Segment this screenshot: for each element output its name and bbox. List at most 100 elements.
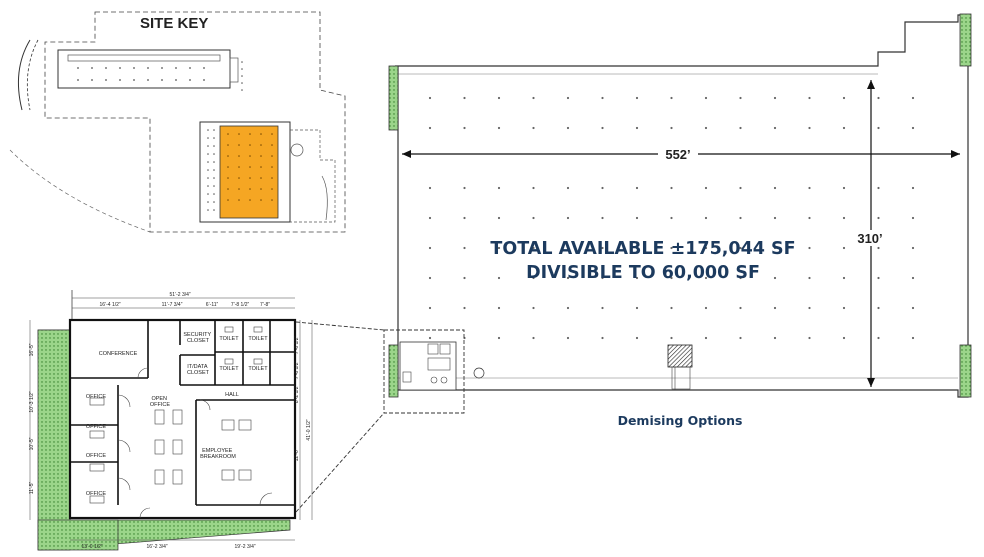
column-dot [241,61,243,63]
room-office-4: OFFICE [86,491,106,497]
column-dot [119,67,121,69]
column-dot [739,306,742,310]
column-dot [601,126,604,130]
column-dot [271,144,273,146]
column-dot [670,96,673,100]
column-grid [428,96,915,340]
workstation [154,439,165,455]
column-dot [808,186,811,190]
column-dot [601,96,604,100]
column-dot [532,216,535,220]
column-dot [207,185,209,187]
column-dot [213,201,215,203]
column-dot [670,306,673,310]
column-dot [773,246,777,250]
column-dot [213,137,215,139]
dim-left-2: 10’-3 1/2” [29,391,35,412]
breakroom-table [221,469,235,481]
column-dot [271,177,273,179]
column-dot [842,216,846,220]
column-dot [213,193,215,195]
column-dot [635,306,639,310]
site-road-curve [17,39,31,111]
column-dot [91,79,93,81]
column-dot [532,186,535,190]
column-dot [877,96,880,100]
column-dot [241,68,243,70]
column-dot [428,216,432,220]
column-dot [532,246,535,250]
workstation [172,439,183,455]
desk [89,495,105,504]
demising-core [667,344,693,368]
column-dot [497,96,501,100]
workstation [154,469,165,485]
dim-right-2: 7’-6 1/2” [294,360,300,379]
column-dot [911,306,915,310]
landscape-strip-ne [959,13,972,67]
column-dot [808,216,811,220]
column-dot [670,336,673,340]
room-toilet-3: TOILET [219,366,239,372]
column-dot [601,336,604,340]
column-dot [213,209,215,211]
dim-right-overall: 41’-0 1/2” [306,419,312,440]
room-open-office-line2: OFFICE [150,402,170,408]
column-dot [877,336,880,340]
room-conference: CONFERENCE [99,351,138,357]
column-dot [213,169,215,171]
column-dot [601,246,604,250]
column-dot [238,155,240,157]
office-outline [68,318,297,520]
landscape-strip-se [959,344,972,398]
column-dot [704,126,708,130]
toilet-fixture [253,326,263,333]
column-dot [911,246,915,250]
column-dot [704,306,708,310]
dim-top-2: 11’-7 3/4” [162,302,183,308]
column-dot [428,336,432,340]
column-dot [566,96,570,100]
dim-top-4: 7’-8 1/2” [231,302,250,308]
office-detail-plan: 51’-2 3/4” 16’-4 1/2” 11’-7 3/4” 6’-11” … [29,290,313,551]
column-dot [566,126,570,130]
column-dot [739,216,742,220]
column-dot [532,306,535,310]
column-dot [271,155,273,157]
column-dot [601,186,604,190]
column-dot [532,96,535,100]
column-dot [842,246,846,250]
column-dot [877,216,880,220]
room-it-closet: IT/DATA CLOSET [187,364,210,376]
column-dot [105,67,107,69]
landscape-strip-sw [388,344,399,398]
column-dot [601,306,604,310]
column-dot [704,96,708,100]
toilet-fixture [253,358,263,365]
column-dot [207,169,209,171]
dim-top-1: 16’-4 1/2” [99,302,120,308]
column-dot [808,336,811,340]
column-dot [213,161,215,163]
column-dot [911,276,915,280]
column-dot [739,96,742,100]
column-dot [260,166,262,168]
column-dot [566,216,570,220]
column-dot [189,79,191,81]
column-dot [739,276,742,280]
room-security-closet: SECURITY CLOSET [183,332,212,344]
column-dot [463,186,466,190]
column-dot [773,336,777,340]
column-dot [428,276,432,280]
column-dot [147,79,149,81]
site-key-title: SITE KEY [140,15,208,32]
column-dot [877,306,880,310]
column-dot [808,306,811,310]
site-parking-dots [241,61,243,91]
column-dot [808,246,811,250]
column-dot [207,177,209,179]
breakroom-table [221,419,235,431]
column-dot [635,246,639,250]
column-dot [428,126,432,130]
width-dimension-label: 552’ [665,147,690,162]
